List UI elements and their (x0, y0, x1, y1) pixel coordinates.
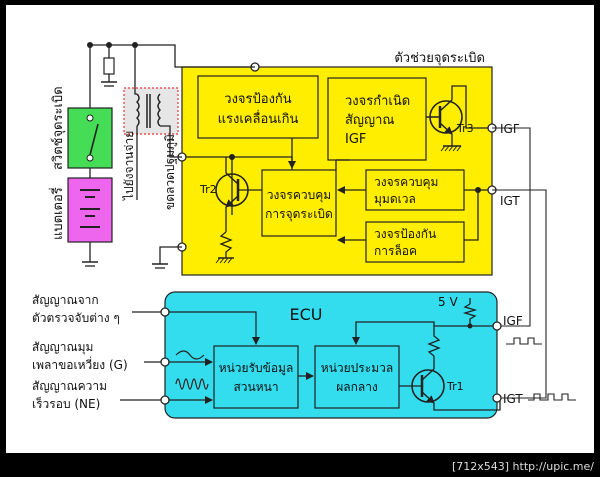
ecu-title: ECU (290, 305, 323, 324)
igniter-igt-terminal: IGT (500, 194, 520, 208)
tr2-label: Tr2 (199, 183, 217, 196)
lock-label-1: วงจรป้องกัน (374, 227, 436, 241)
cpu-label-2: ผลกลาง (336, 380, 378, 394)
supply-voltage-label: 5 V (438, 295, 458, 309)
watermark-bar (0, 453, 600, 477)
input-unit-label-2: สวนหนา (233, 380, 278, 394)
dwell-label-1: วงจรควบคุม (374, 175, 438, 190)
igf-gen-label-3: IGF (345, 132, 366, 147)
lock-protection-box (365, 221, 465, 263)
switch-contact (89, 123, 99, 156)
igniter-igf-terminal: IGF (500, 122, 520, 136)
battery-label: แบตเตอรี่ (49, 187, 66, 240)
dwell-label-2: มุมดเวล (374, 192, 416, 207)
ignition-ctrl-label-2: การจุดระเบิด (265, 207, 333, 222)
igf-generator-box (327, 77, 427, 161)
igf-gen-label-1: วงจรกำเนิด (345, 94, 410, 109)
overvoltage-label-2: แรงเคลื่อนเกิน (218, 110, 299, 127)
ignition-ctrl-label-1: วงจรควบคุม (267, 188, 331, 203)
igniter-title: ตัวช่วยจุดระเบิด (394, 51, 485, 66)
input-unit-box (213, 345, 299, 409)
overvoltage-protection-box (197, 75, 319, 139)
crank-signal-icon (175, 350, 205, 360)
igf-gen-label-2: สัญญาณ (345, 113, 394, 128)
overvoltage-label-1: วงจรป้องกัน (224, 92, 292, 107)
resistor-symbol (219, 231, 233, 258)
lock-label-2: การล็อค (374, 243, 417, 258)
ecu-igt-terminal: IGT (503, 392, 523, 406)
crank-angle-label-1: สัญญาณมุม (32, 340, 93, 355)
sensors-signal-label-1: สัญญาณจาก (32, 293, 99, 307)
tr3-label: Tr3 (456, 122, 474, 135)
resistor-symbol (462, 303, 478, 326)
ignition-control-box (261, 169, 337, 237)
ecu-igf-terminal: IGF (503, 314, 523, 328)
input-unit-label-1: หน่วยรับข้อมูล (219, 361, 294, 376)
igt-waveform (528, 393, 576, 401)
igf-waveform (506, 337, 542, 345)
cpu-label-1: หน่วยประมวล (321, 361, 393, 375)
cpu-box (314, 345, 400, 409)
capacitor-symbol (103, 57, 115, 75)
engine-speed-label-1: สัญญาณความ (32, 379, 107, 393)
sensors-signal-label-2: ตัวตรวจจับต่าง ๆ (32, 311, 120, 325)
resistor-symbol (427, 326, 441, 357)
tr1-label: Tr1 (446, 380, 464, 393)
watermark-text: [712x543] http://upic.me/ (452, 460, 594, 473)
primary-coil-label: ขดลวดปฐมภูมิ (163, 134, 178, 210)
speed-signal-icon (175, 378, 209, 390)
ignition-switch-label: สวิตช์จุดระเบิด (50, 86, 66, 170)
to-distributor-label: ไปยังจานจ่าย (122, 131, 136, 201)
crank-angle-label-2: เพลาขอเหวี่ยง (G) (32, 356, 128, 372)
engine-speed-label-2: เร็วรอบ (NE) (32, 396, 100, 411)
